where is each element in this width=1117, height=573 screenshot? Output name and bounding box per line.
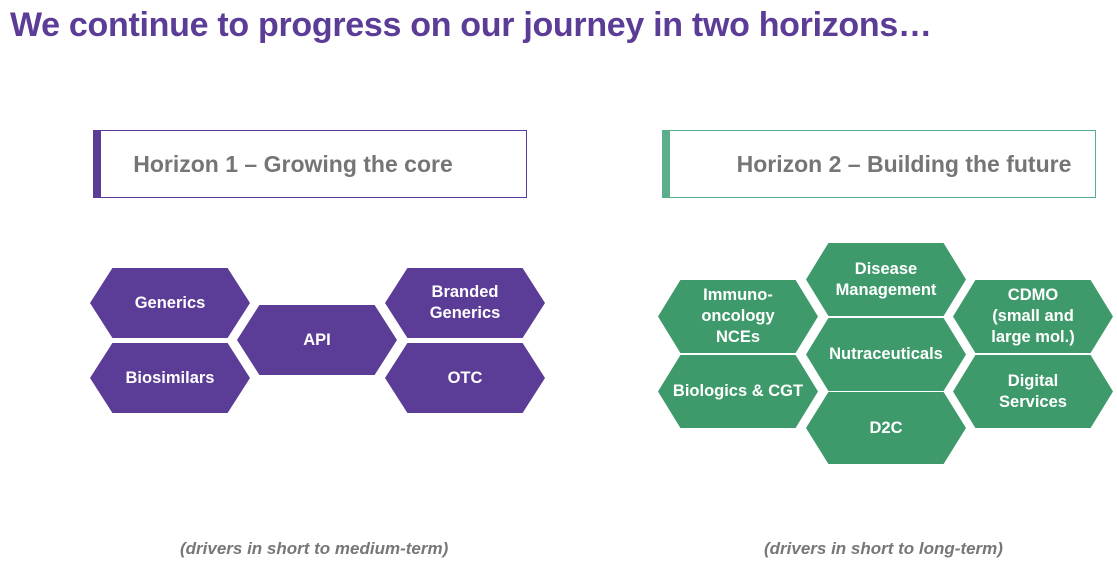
hex-label: Branded Generics (429, 283, 501, 322)
hex-biologics-cgt: Biologics & CGT (658, 355, 818, 428)
hex-immuno-oncology: Immuno- oncology NCEs (658, 280, 818, 353)
hex-label: Generics (134, 293, 206, 312)
horizon1-heading: Horizon 1 – Growing the core (133, 150, 453, 177)
hex-label: Digital Services (999, 371, 1067, 411)
hex-api: API (237, 305, 397, 375)
horizon2-accent-bar (662, 130, 670, 198)
hex-label: CDMO (small and large mol.) (991, 286, 1075, 346)
hex-disease-management: Disease Management (806, 243, 966, 316)
horizon2-heading-box: Horizon 2 – Building the future (662, 130, 1096, 198)
hex-label: Biosimilars (125, 368, 215, 387)
horizon2-caption: (drivers in short to long-term) (764, 539, 1003, 558)
hex-biosimilars: Biosimilars (90, 343, 250, 413)
hex-d2c: D2C (806, 392, 966, 464)
hex-label: Biologics & CGT (672, 382, 804, 400)
hex-cdmo: CDMO (small and large mol.) (953, 280, 1113, 353)
hex-label: Immuno- oncology NCEs (701, 286, 775, 346)
hex-label: D2C (869, 418, 903, 437)
horizon1-accent-bar (93, 130, 101, 198)
page-title: We continue to progress on our journey i… (10, 6, 932, 44)
horizon2-heading: Horizon 2 – Building the future (736, 150, 1072, 177)
hex-label: Disease Management (835, 259, 937, 299)
hex-branded-generics: Branded Generics (385, 268, 545, 338)
horizon1-heading-box: Horizon 1 – Growing the core (93, 130, 527, 198)
hex-otc: OTC (385, 343, 545, 413)
hex-digital-services: Digital Services (953, 355, 1113, 428)
hex-nutraceuticals: Nutraceuticals (806, 318, 966, 391)
horizon1-caption: (drivers in short to medium-term) (180, 539, 449, 558)
hex-label: Nutraceuticals (829, 345, 943, 363)
hex-label: API (303, 330, 331, 349)
hex-label: OTC (447, 368, 483, 387)
hex-generics: Generics (90, 268, 250, 338)
